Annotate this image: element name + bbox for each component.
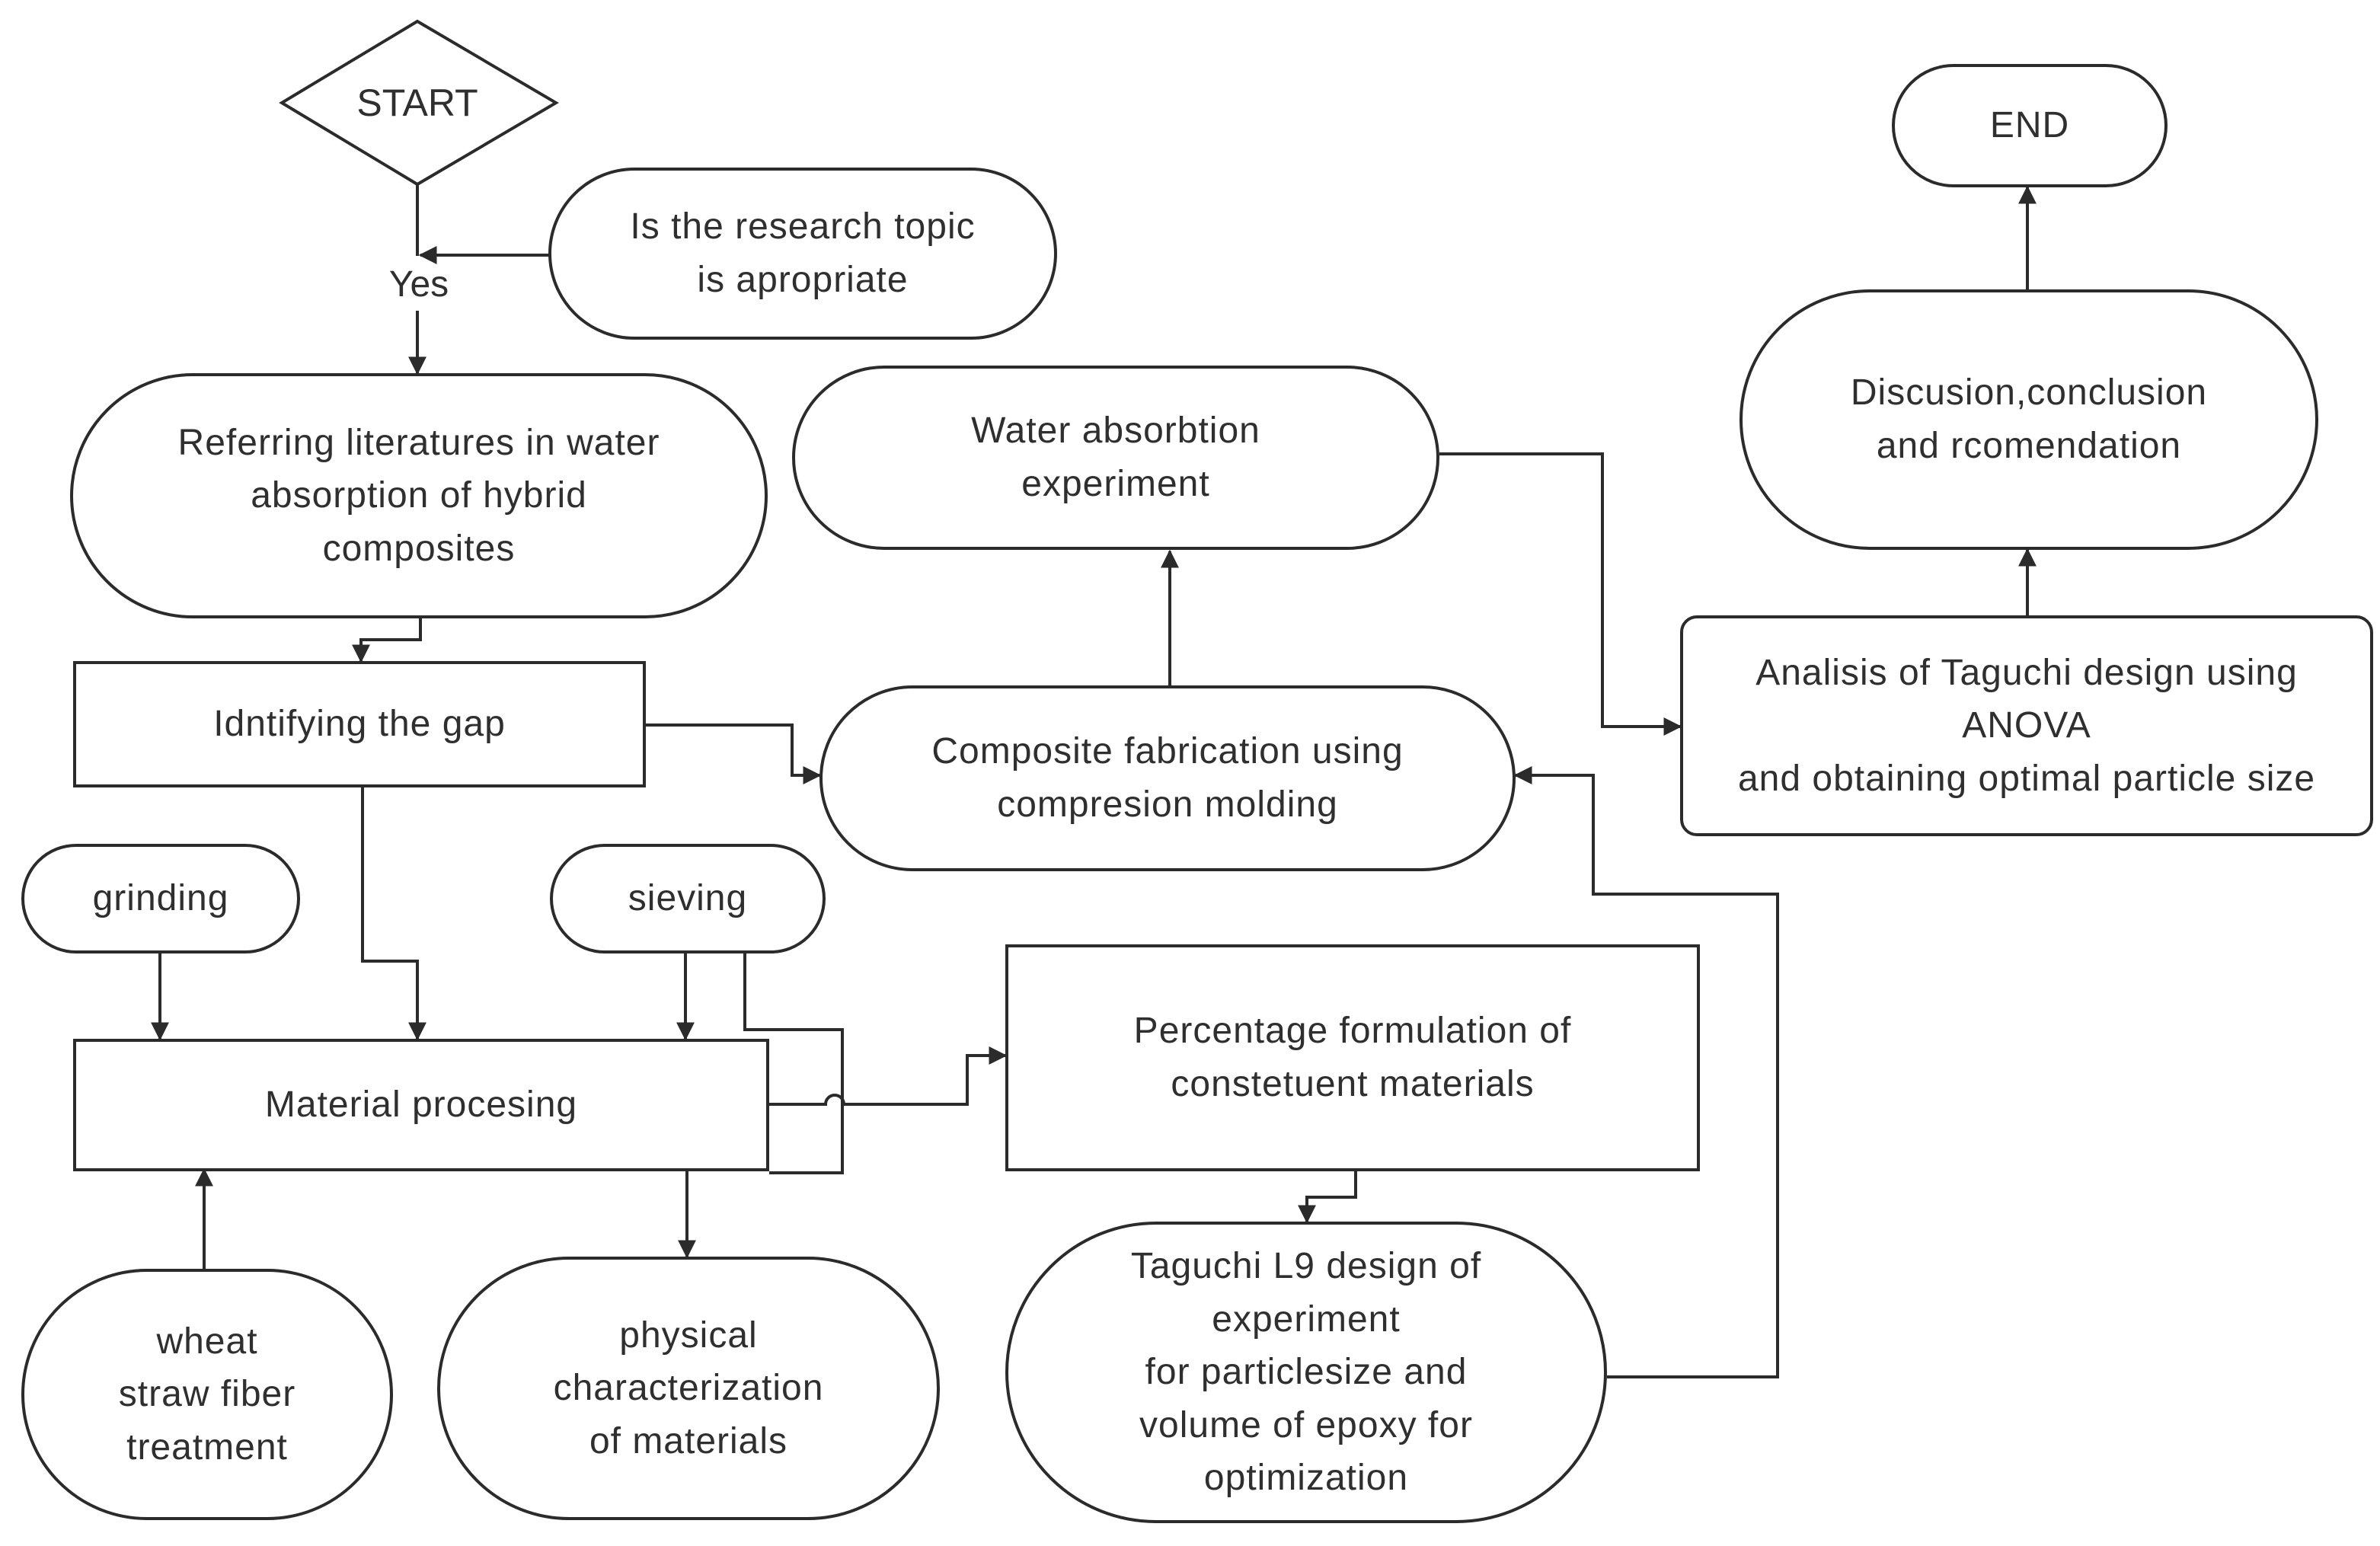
connector-gap-to-fabrication (646, 723, 822, 784)
connector-gap-to-processing (361, 787, 426, 1041)
end-node: END (1892, 64, 2168, 187)
material-processing-node: Material procesing (73, 1039, 769, 1171)
connector-taguchi-to-fabrication (1513, 766, 1779, 1378)
connector-sieving-loop (743, 953, 844, 1174)
connector-water-to-anova (1439, 452, 1682, 736)
composite-fabrication-node: Composite fabrication using compresion m… (819, 685, 1516, 871)
literature-node: Referring literatures in water absorptio… (70, 373, 768, 618)
yes-label: Yes (388, 264, 449, 305)
discussion-node: Discusion,conclusion and rcomendation (1739, 289, 2318, 550)
taguchi-l9-node: Taguchi L9 design of experiment for part… (1005, 1222, 1607, 1523)
connector-literature-to-gap (352, 618, 422, 663)
research-topic-node: Is the research topic is apropriate (548, 168, 1057, 340)
water-absorption-node: Water absorbtion experiment (792, 366, 1439, 550)
percentage-formulation-node: Percentage formulation of constetuent ma… (1005, 944, 1700, 1171)
identify-gap-node: Idntifying the gap (73, 661, 646, 787)
sieving-node: sieving (550, 844, 826, 953)
wheat-straw-node: wheat straw fiber treatment (21, 1269, 393, 1520)
connector-formulation-to-taguchi (1298, 1171, 1357, 1224)
anova-node: Analisis of Taguchi design using ANOVA a… (1680, 615, 2373, 836)
grinding-node: grinding (21, 844, 300, 953)
physical-characterization-node: physical characterization of materials (437, 1257, 940, 1520)
start-label: START (356, 81, 478, 124)
connector-processing-to-formulation (769, 1046, 1008, 1106)
